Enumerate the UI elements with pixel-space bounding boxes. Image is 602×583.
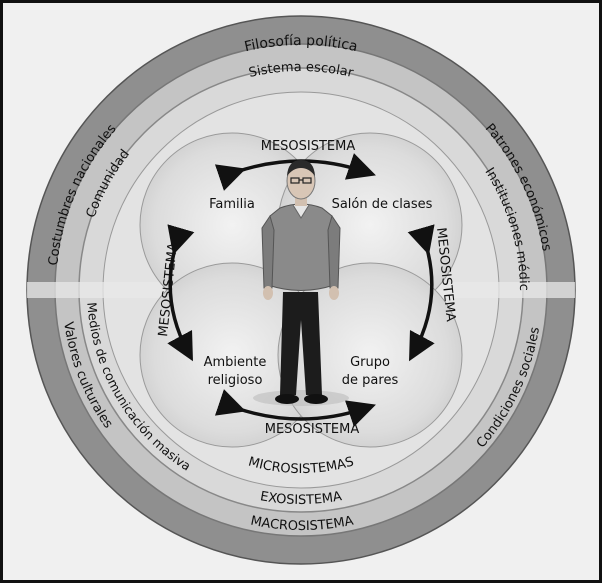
middle-label-top: Sistema escolar bbox=[247, 60, 355, 81]
macrosystem-label: MACROSISTEMA bbox=[249, 514, 355, 534]
quadrant-salon: Salón de clases bbox=[332, 197, 433, 212]
exosystem-label: EXOSISTEMA bbox=[259, 489, 343, 508]
meso-arrow-left bbox=[167, 224, 195, 362]
quadrant-pares-1: Grupo bbox=[350, 355, 390, 370]
meso-label-bottom: MESOSISTEMA bbox=[265, 422, 360, 437]
quadrant-religioso-2: religioso bbox=[208, 373, 263, 388]
meso-arrow-bottom bbox=[214, 389, 376, 427]
meso-label-top: MESOSISTEMA bbox=[261, 139, 356, 154]
meso-arrow-right bbox=[407, 224, 435, 362]
outer-label-top: Filosofía política bbox=[243, 33, 359, 55]
microsystems-label: MICROSISTEMAS bbox=[247, 454, 356, 477]
quadrant-religioso-1: Ambiente bbox=[204, 355, 267, 370]
quadrant-familia: Familia bbox=[209, 197, 255, 212]
person-figure bbox=[253, 160, 349, 406]
quadrant-pares-2: de pares bbox=[342, 373, 399, 388]
